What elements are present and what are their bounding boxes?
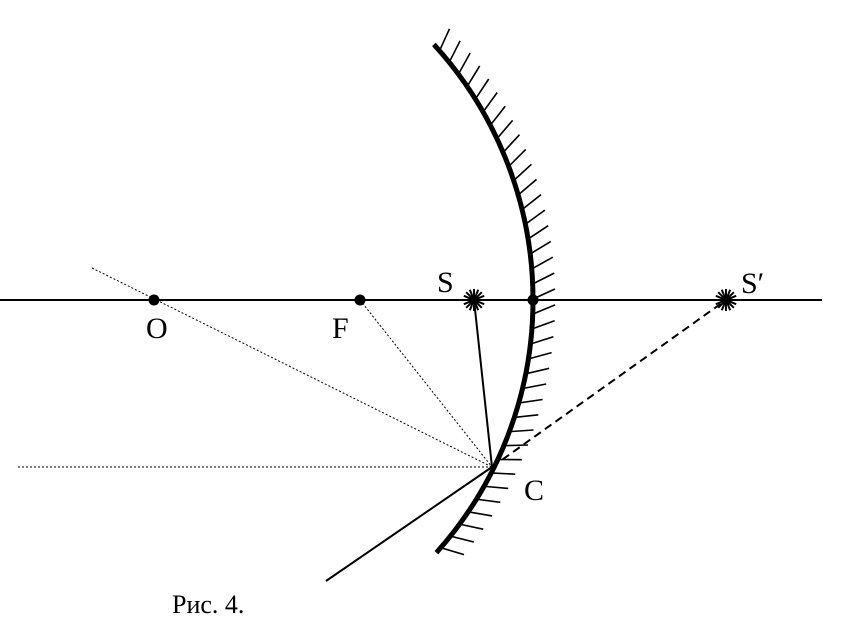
hatch-stroke — [486, 485, 509, 490]
hatch-stroke — [514, 163, 532, 180]
hatch-stroke — [478, 498, 501, 504]
hatch-stroke — [483, 92, 498, 111]
hatch-stroke — [526, 209, 546, 224]
hatch-stroke — [523, 193, 542, 209]
hatch-stroke — [519, 178, 538, 195]
hatch-stroke — [516, 414, 539, 418]
hatch-stroke — [527, 367, 550, 375]
hatch-stroke — [534, 304, 556, 314]
hatch-stroke — [533, 320, 555, 330]
hatch-stroke — [509, 148, 527, 166]
hatch-stroke — [532, 335, 554, 345]
hatch-stroke — [504, 134, 521, 152]
hatch-stroke — [520, 398, 543, 404]
mirror-pole-point — [527, 294, 539, 306]
center-point-o — [148, 294, 160, 306]
label-f: F — [332, 312, 349, 345]
hatch-stroke — [533, 256, 554, 269]
hatch-stroke — [524, 383, 547, 389]
source-star-icon — [463, 289, 485, 311]
label-c: C — [524, 474, 544, 507]
hatch-stroke — [530, 351, 552, 360]
star-ray — [463, 294, 485, 306]
mirror-hatching — [439, 28, 556, 556]
label-s: S — [437, 266, 454, 299]
hatch-stroke — [449, 40, 461, 61]
image-star-icon — [715, 289, 737, 311]
hatch-stroke — [534, 288, 556, 299]
figure-caption: Рис. 4. — [172, 590, 244, 619]
hatch-stroke — [529, 225, 549, 239]
hatch-stroke — [467, 65, 481, 86]
hatch-stroke — [458, 52, 471, 73]
hatch-stroke — [497, 119, 514, 138]
hatch-stroke — [506, 444, 529, 447]
hatch-stroke — [491, 105, 506, 124]
hatch-stroke — [531, 240, 552, 254]
focal-line-fc — [359, 299, 493, 468]
incident-ray-sc — [473, 299, 493, 468]
hatch-stroke — [475, 78, 490, 98]
hatch-stroke — [461, 523, 484, 530]
hatch-stroke — [511, 429, 534, 433]
virtual-ray-extension — [491, 299, 727, 468]
hatch-stroke — [534, 272, 555, 284]
hatch-stroke — [439, 28, 451, 50]
reflected-ray — [325, 466, 493, 582]
radius-line-oc — [91, 267, 493, 468]
focus-point-f — [354, 294, 366, 306]
label-s-prime: S′ — [741, 267, 764, 300]
hatch-stroke — [493, 472, 516, 475]
label-o: O — [146, 312, 168, 345]
hatch-stroke — [442, 547, 465, 556]
hatch-stroke — [452, 535, 474, 543]
star-ray — [715, 294, 737, 306]
hatch-stroke — [470, 511, 493, 517]
